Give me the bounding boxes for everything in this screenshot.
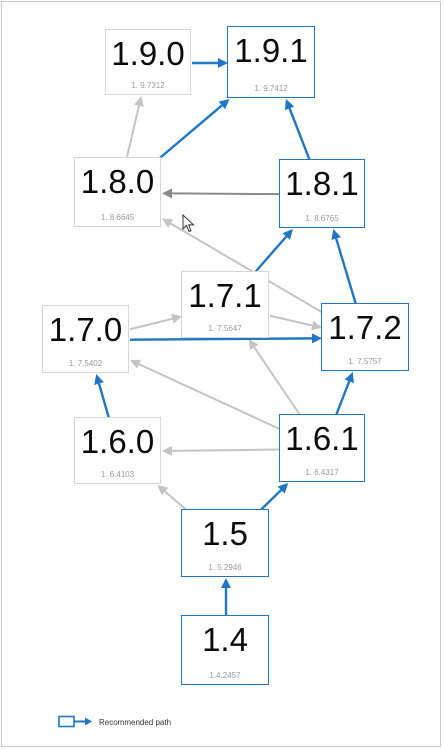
edge-v1-8-1-to-v1-9-1 — [284, 99, 311, 161]
edge-v1-6-1-to-v1-7-2 — [335, 372, 354, 416]
arrowhead — [311, 320, 322, 331]
edge-v1-6-1-to-v1-7-0 — [130, 359, 281, 431]
build-label: 1. 7.5757 — [348, 357, 382, 366]
edge-line — [335, 238, 357, 305]
version-label: 1.6.1 — [285, 420, 359, 457]
arrowhead — [284, 99, 295, 111]
build-label: 1. 8.6645 — [100, 213, 135, 222]
version-label: 1.6.0 — [80, 423, 155, 460]
version-label: 1.5 — [202, 515, 248, 552]
node-1-7-2: 1.7.2 1. 7.5757 — [321, 303, 409, 371]
edge-v1-6-1-to-v1-7-1 — [248, 339, 301, 416]
mouse-pointer-icon — [182, 214, 195, 233]
edge-v1-7-0-to-v1-7-2 — [129, 333, 322, 344]
arrowhead — [218, 58, 228, 68]
edge-v1-5-to-v1-6-1 — [259, 483, 289, 511]
arrowhead — [221, 578, 231, 588]
edge-v1-8-1-to-v1-8-0 — [162, 188, 281, 199]
node-1-8-1: 1.8.1 1. 8.6765 — [279, 159, 365, 228]
edge-v1-5-to-v1-6-0 — [157, 485, 188, 511]
legend-label: Recommended path — [99, 718, 172, 727]
arrowhead — [218, 99, 230, 110]
build-label: 1. 9.7412 — [254, 84, 288, 93]
version-label: 1.7.1 — [188, 277, 262, 314]
node-1-9-1: 1.9.1 1. 9.7412 — [227, 26, 315, 98]
arrowhead — [248, 339, 259, 351]
arrowhead — [134, 96, 144, 107]
edge-line — [170, 222, 323, 314]
build-label: 1. 8.6765 — [305, 214, 339, 223]
node-1-6-0: 1.6.0 1. 6.4103 — [74, 417, 161, 484]
edge-line — [159, 104, 223, 159]
edge-v1-4-to-v1-5 — [221, 578, 231, 616]
version-label: 1.8.1 — [285, 165, 359, 202]
arrowhead — [331, 229, 341, 241]
arrowhead — [171, 313, 182, 324]
arrowhead — [311, 333, 322, 344]
edge-v1-8-0-to-v1-9-1 — [159, 99, 230, 159]
arrowhead — [162, 218, 174, 228]
build-label: 1. 9.7312 — [131, 81, 165, 90]
edge-v1-9-0-to-v1-9-1 — [192, 58, 228, 68]
arrowhead — [282, 229, 293, 240]
node-1-4: 1.4 1.4.2457 — [181, 615, 269, 685]
edge-line — [138, 363, 281, 431]
node-1-8-0: 1.8.0 1. 8.6645 — [74, 157, 161, 227]
edge-v1-7-2-to-v1-8-0 — [162, 218, 323, 314]
edge-line — [253, 346, 301, 416]
edge-line — [129, 337, 313, 341]
arrowhead — [94, 374, 104, 385]
edge-v1-8-0-to-v1-9-0 — [125, 96, 144, 159]
version-label: 1.9.0 — [111, 35, 185, 72]
build-label: 1. 5.2946 — [208, 563, 242, 572]
arrowhead — [277, 483, 289, 494]
edge-v1-7-2-to-v1-8-1 — [331, 229, 357, 305]
arrowhead — [162, 188, 173, 199]
edge-line — [269, 314, 313, 327]
version-label: 1.7.0 — [48, 311, 123, 348]
edge-line — [259, 489, 282, 511]
edge-line — [164, 490, 188, 511]
edge-line — [129, 317, 173, 331]
edge-line — [171, 192, 281, 196]
node-1-7-1: 1.7.1 1. 7.5647 — [181, 271, 269, 338]
build-label: 1.4.2457 — [209, 671, 241, 680]
edge-line — [125, 105, 140, 159]
node-1-9-0: 1.9.0 1. 9.7312 — [105, 29, 191, 95]
edge-line — [171, 448, 281, 452]
version-label: 1.8.0 — [80, 163, 155, 200]
edge-v1-7-0-to-v1-7-1 — [129, 313, 182, 331]
build-label: 1. 7.5402 — [68, 359, 103, 368]
build-label: 1. 6.4317 — [305, 468, 339, 477]
recommended-path-legend-icon — [58, 715, 92, 728]
edge-v1-7-1-to-v1-8-1 — [254, 229, 293, 273]
edge-line — [335, 380, 351, 416]
arrowhead — [157, 485, 169, 496]
edge-v1-7-1-to-v1-7-2 — [269, 314, 322, 331]
edge-line — [254, 235, 288, 273]
edge-line — [97, 383, 111, 419]
arrowhead — [130, 359, 142, 369]
arrowhead — [344, 372, 354, 384]
build-label: 1. 6.4103 — [100, 470, 135, 479]
edge-v1-6-0-to-v1-7-0 — [94, 374, 111, 419]
node-1-7-0: 1.7.0 1. 7.5402 — [42, 305, 129, 373]
edge-v1-6-1-to-v1-6-0 — [162, 445, 281, 456]
version-label: 1.4 — [202, 621, 248, 658]
version-label: 1.9.1 — [234, 32, 308, 69]
edge-line — [288, 107, 311, 161]
node-1-5: 1.5 1. 5.2946 — [181, 509, 269, 577]
arrowhead — [162, 445, 173, 456]
node-1-6-1: 1.6.1 1. 6.4317 — [279, 414, 365, 482]
version-label: 1.7.2 — [328, 309, 402, 346]
build-label: 1. 7.5647 — [208, 324, 242, 333]
